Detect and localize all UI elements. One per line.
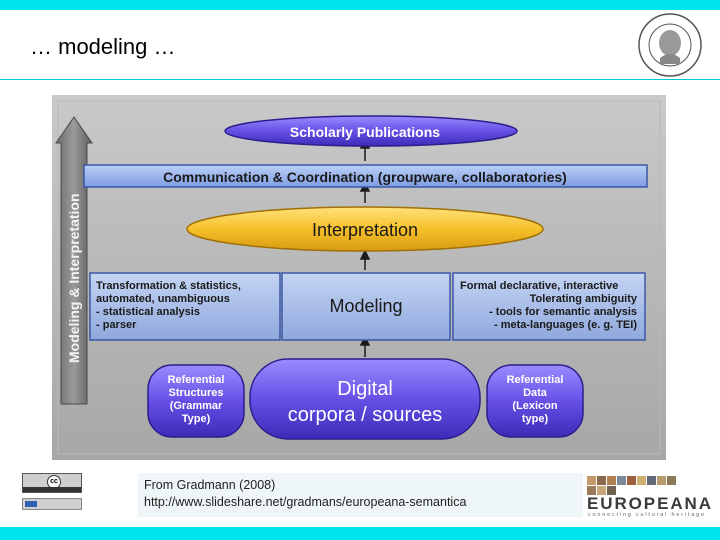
opencourse-icon: [25, 501, 37, 507]
referential-structures-line: Type): [182, 413, 211, 425]
transformation-line: - statistical analysis: [96, 306, 200, 318]
axis-label: Modeling & Interpretation: [66, 193, 82, 363]
referential-structures-line: (Grammar: [170, 400, 223, 412]
digital-corpora-pill: [249, 358, 481, 440]
top-accent-bar: [0, 0, 720, 10]
vertical-axis-arrow: [55, 116, 93, 405]
scholarly-publications-shape: [224, 115, 518, 147]
some-rights-reserved-strip: [23, 487, 81, 492]
digital-label: Digital: [337, 378, 393, 400]
title-divider: [0, 79, 720, 80]
formal-line: - tools for semantic analysis: [489, 306, 637, 318]
referential-data-line: Referential: [507, 374, 564, 386]
transformation-line: - parser: [96, 319, 137, 331]
transformation-box: [89, 272, 281, 341]
caption-citation: From Gradmann (2008): [144, 478, 276, 492]
communication-bar: [83, 164, 648, 188]
formal-declarative-box: [452, 272, 646, 341]
referential-data-pill: [486, 364, 584, 438]
europeana-logo: EUROPEANA connecting cultural heritage: [587, 476, 711, 518]
creative-commons-badge[interactable]: cc: [22, 473, 82, 493]
interpretation-shape: [186, 206, 544, 252]
modeling-box: [281, 272, 451, 341]
source-caption: From Gradmann (2008) http://www.slidesha…: [138, 473, 583, 517]
formal-line: Formal declarative, interactive: [460, 280, 618, 292]
referential-data-line: (Lexicon: [512, 400, 558, 412]
caption-url[interactable]: http://www.slideshare.net/gradmans/europ…: [144, 495, 467, 509]
modeling-diagram: Modeling & Interpretation Scholarly Publ…: [52, 95, 666, 460]
svg-text:connecting cultural heritage: connecting cultural heritage: [588, 512, 704, 518]
referential-data-line: type): [522, 413, 549, 425]
referential-structures-pill: [147, 364, 245, 438]
referential-structures-line: Referential: [168, 374, 225, 386]
slide-title: … modeling …: [30, 34, 176, 59]
svg-text:EUROPEANA: EUROPEANA: [587, 494, 711, 513]
interpretation-label: Interpretation: [312, 220, 418, 240]
transformation-line: Transformation & statistics,: [96, 280, 241, 292]
communication-label: Communication & Coordination (groupware,…: [163, 169, 567, 185]
opencourse-badge[interactable]: [22, 498, 82, 510]
university-seal-logo: [638, 13, 702, 77]
formal-line: - meta-languages (e. g. TEI): [494, 319, 637, 331]
transformation-line: automated, unambiguous: [96, 293, 230, 305]
formal-line: Tolerating ambiguity: [530, 293, 638, 305]
corpora-sources-label: corpora / sources: [288, 404, 443, 426]
scholarly-publications-label: Scholarly Publications: [290, 124, 440, 140]
referential-structures-line: Structures: [168, 387, 223, 399]
referential-data-line: Data: [523, 387, 548, 399]
bottom-accent-bar: [0, 527, 720, 540]
modeling-label: Modeling: [329, 296, 402, 316]
